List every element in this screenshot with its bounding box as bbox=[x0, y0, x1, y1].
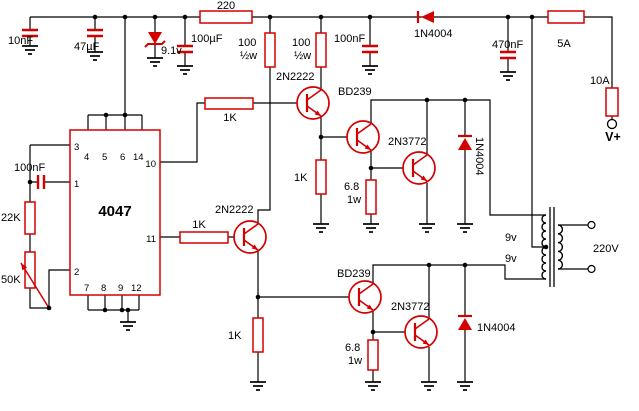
resistor-6r8-a bbox=[365, 179, 377, 215]
transistor-q6-2n3772 bbox=[403, 314, 439, 350]
label-q4: BD239 bbox=[337, 268, 371, 280]
label-zener: 9.1v bbox=[161, 45, 182, 57]
capacitor-10nf bbox=[22, 28, 38, 38]
ic-pin-2: 2 bbox=[74, 267, 79, 278]
label-d2: 1N4004 bbox=[477, 322, 516, 334]
ic-pin-4: 4 bbox=[84, 152, 89, 163]
label-100a: 100 bbox=[238, 37, 256, 49]
resistor-1k-top bbox=[204, 97, 254, 110]
resistor-1k-emitter-2 bbox=[252, 317, 264, 353]
label-q6: 2N3772 bbox=[391, 301, 430, 313]
potentiometer-50k bbox=[20, 251, 50, 309]
label-9v-top: 9v bbox=[505, 232, 517, 244]
transistor-q2-2n2222 bbox=[232, 219, 268, 255]
label-100a-watt: ½w bbox=[240, 50, 257, 62]
label-100nf-top: 100nF bbox=[334, 33, 365, 45]
transformer-secondary-coil bbox=[557, 224, 564, 270]
ic-pin-8: 8 bbox=[101, 283, 106, 294]
resistor-100-a bbox=[264, 32, 276, 68]
transistor-q4-bd239 bbox=[347, 279, 383, 315]
label-1k-emitter-2: 1K bbox=[228, 330, 242, 342]
transistor-q5-2n3772 bbox=[401, 150, 437, 186]
label-100b: 100 bbox=[292, 37, 310, 49]
label-47uf: 47µF bbox=[74, 41, 100, 53]
junction-dots bbox=[27, 14, 549, 335]
resistor-100-b bbox=[315, 32, 327, 68]
label-fuse-10a: 10A bbox=[590, 75, 610, 87]
label-d1: 1N4004 bbox=[473, 137, 485, 176]
label-100nf-osc: 100nF bbox=[14, 162, 45, 174]
label-rail-diode: 1N4004 bbox=[414, 28, 453, 40]
label-q5: 2N3772 bbox=[388, 136, 427, 148]
capacitor-470nf bbox=[500, 50, 516, 60]
resistor-220 bbox=[199, 10, 253, 24]
label-1k-emitter-1: 1K bbox=[294, 172, 308, 184]
label-6r8-a: 6.8 bbox=[344, 181, 359, 193]
ic-pin-9: 9 bbox=[118, 283, 123, 294]
resistor-6r8-b bbox=[367, 339, 379, 371]
label-6r8-a-watt: 1w bbox=[347, 194, 361, 206]
ic-part-number: 4047 bbox=[98, 203, 131, 220]
zener-diode-9v1 bbox=[144, 32, 166, 48]
transformer-core bbox=[549, 207, 555, 287]
transistor-q3-bd239 bbox=[345, 119, 381, 155]
label-6r8-b: 6.8 bbox=[345, 342, 360, 354]
label-100b-watt: ½w bbox=[294, 50, 311, 62]
ic-pin-6: 6 bbox=[120, 152, 125, 163]
capacitor-100nf-osc bbox=[36, 175, 46, 189]
label-22k: 22K bbox=[1, 212, 21, 224]
label-q3: BD239 bbox=[338, 86, 372, 98]
label-q2: 2N2222 bbox=[215, 204, 254, 216]
label-220v: 220V bbox=[593, 243, 619, 255]
transistor-q1-2n2222 bbox=[295, 85, 331, 121]
terminal-vplus bbox=[606, 118, 618, 130]
transformer bbox=[541, 207, 596, 287]
label-10nf: 10nF bbox=[8, 35, 33, 47]
ic-pin-1: 1 bbox=[74, 179, 79, 190]
ic-pin-11: 11 bbox=[146, 234, 156, 245]
label-6r8-b-watt: 1w bbox=[348, 355, 362, 367]
ic-pin-3: 3 bbox=[74, 142, 79, 153]
label-50k: 50K bbox=[1, 274, 21, 286]
label-q1: 2N2222 bbox=[276, 71, 315, 83]
label-9v-bottom: 9v bbox=[505, 253, 517, 265]
component-labels: 10nF 47µF 9.1v 220 100µF 100 ½w 100 ½w 1… bbox=[1, 0, 621, 367]
ic-4047: 3 4 5 6 14 10 1 11 2 7 8 9 12 4047 bbox=[69, 129, 161, 296]
capacitor-47uf bbox=[87, 28, 103, 38]
fuse-10a bbox=[605, 87, 619, 117]
ic-pin-7: 7 bbox=[84, 283, 89, 294]
capacitor-100uf bbox=[177, 44, 193, 54]
fuse-5a bbox=[547, 10, 585, 24]
resistor-1k-emitter-1 bbox=[315, 159, 327, 195]
output-terminal-top bbox=[587, 220, 596, 230]
label-1k-bottom: 1K bbox=[192, 219, 206, 231]
label-470nf: 470nF bbox=[492, 39, 523, 51]
ic-pin-14: 14 bbox=[133, 152, 144, 163]
diode-rail-1n4004 bbox=[416, 11, 434, 23]
ic-pin-10: 10 bbox=[145, 159, 156, 170]
label-220: 220 bbox=[217, 0, 235, 12]
capacitor-100nf-top bbox=[362, 44, 378, 54]
ic-pin-12: 12 bbox=[131, 283, 142, 294]
diode-lower-1n4004 bbox=[458, 314, 472, 330]
label-100uf: 100µF bbox=[191, 33, 223, 45]
resistor-22k bbox=[24, 201, 36, 235]
label-vplus: V+ bbox=[605, 130, 621, 144]
ic-pin-5: 5 bbox=[102, 152, 107, 163]
diode-upper-1n4004 bbox=[458, 134, 472, 150]
output-terminal-bottom bbox=[587, 264, 596, 274]
label-fuse-5a: 5A bbox=[557, 38, 571, 50]
resistor-1k-bottom bbox=[179, 231, 229, 244]
wires bbox=[29, 16, 613, 382]
label-1k-top: 1K bbox=[223, 112, 237, 124]
